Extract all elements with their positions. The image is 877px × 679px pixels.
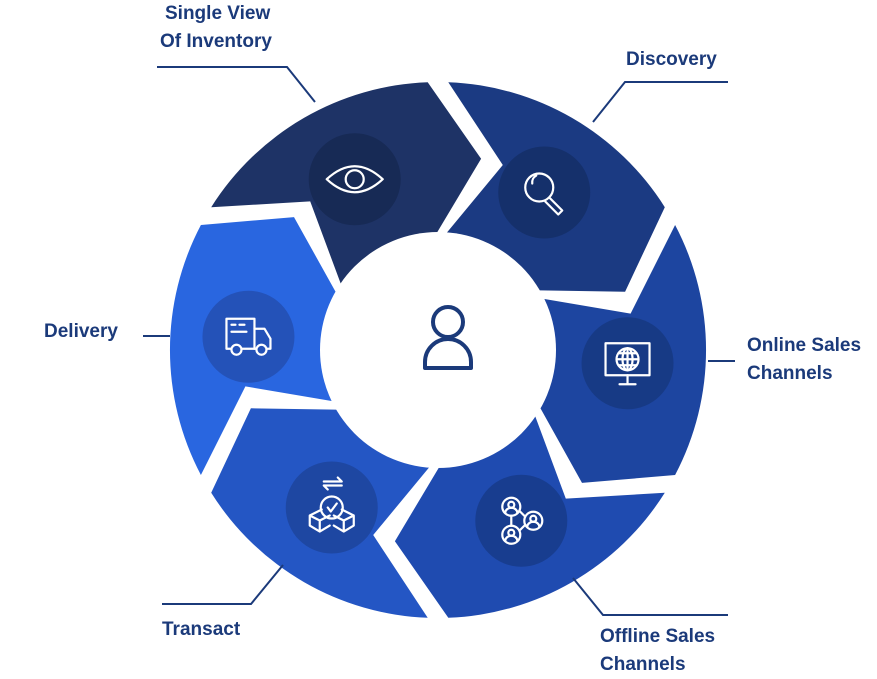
center-circle [320, 232, 556, 468]
user-icon [423, 305, 473, 370]
badge-discovery [498, 146, 591, 239]
people-network-icon [501, 496, 544, 545]
leader-line-discovery [592, 81, 728, 123]
transaction-boxes-icon [308, 476, 355, 533]
label-transact: Transact [162, 619, 241, 640]
label-discovery: Discovery [626, 49, 717, 70]
leader-line-single-view [157, 66, 316, 103]
leader-line-transact [162, 564, 284, 605]
badge-offline-sales [475, 474, 568, 567]
label-delivery: Delivery [44, 321, 118, 342]
badge-transact [285, 461, 378, 554]
badge-delivery [202, 290, 295, 383]
eye-icon [325, 165, 384, 194]
delivery-truck-icon [225, 317, 272, 356]
globe-monitor-icon [604, 342, 651, 386]
badge-single-view [308, 133, 401, 226]
leader-line-offline-sales [572, 577, 728, 616]
magnifier-icon [524, 172, 564, 216]
